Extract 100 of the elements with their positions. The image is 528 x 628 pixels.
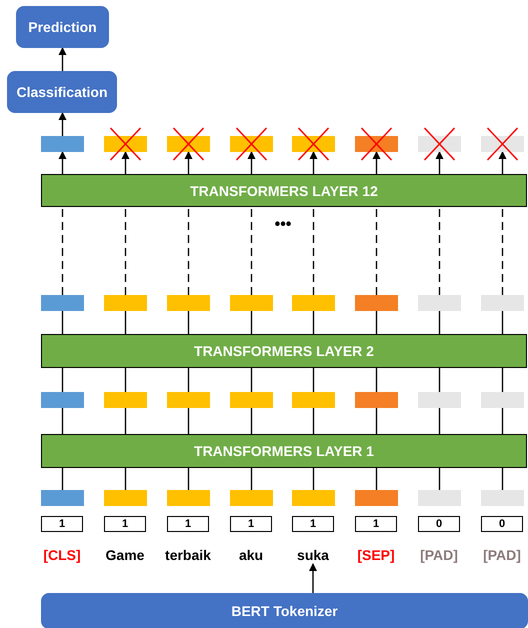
connector-line <box>312 468 314 490</box>
dashed-line <box>188 207 190 295</box>
connector-line <box>376 368 378 392</box>
token-label: aku <box>220 546 282 564</box>
connector-line <box>438 468 440 490</box>
embedding-bar <box>41 136 84 152</box>
mask-box: 1 <box>355 516 397 532</box>
embedding-bar <box>355 136 398 152</box>
connector-line <box>250 408 252 434</box>
connector-line <box>502 408 504 434</box>
connector-line <box>188 368 190 392</box>
mask-box: 1 <box>292 516 334 532</box>
embedding-bar <box>355 295 398 311</box>
embedding-bar <box>230 392 273 408</box>
embedding-bar <box>104 295 147 311</box>
connector-line <box>124 311 126 334</box>
embedding-bar <box>292 392 335 408</box>
layer-bar: TRANSFORMERS LAYER 1 <box>41 434 527 468</box>
dashed-line <box>62 207 64 295</box>
connector-line <box>376 408 378 434</box>
connector-line <box>250 468 252 490</box>
embedding-bar <box>355 392 398 408</box>
embedding-bar <box>230 136 273 152</box>
connector-line <box>62 468 64 490</box>
arrow <box>248 151 256 174</box>
embedding-bar <box>481 392 524 408</box>
embedding-bar <box>104 136 147 152</box>
connector-line <box>312 368 314 392</box>
embedding-bar <box>418 490 461 506</box>
embedding-bar <box>41 392 84 408</box>
connector-line <box>376 311 378 334</box>
mask-box: 1 <box>104 516 146 532</box>
connector-line <box>312 311 314 334</box>
arrow <box>372 151 380 174</box>
embedding-bar <box>167 392 210 408</box>
embedding-bar <box>167 490 210 506</box>
embedding-bar <box>481 136 524 152</box>
arrow <box>184 151 192 174</box>
dashed-line <box>502 207 504 295</box>
connector-line <box>250 311 252 334</box>
token-label: [PAD] <box>471 546 528 564</box>
embedding-bar <box>418 295 461 311</box>
embedding-bar <box>355 490 398 506</box>
token-label: [SEP] <box>345 546 407 564</box>
mask-box: 1 <box>167 516 209 532</box>
connector-line <box>62 311 64 334</box>
connector-line <box>438 408 440 434</box>
tokenizer-box: BERT Tokenizer <box>41 593 528 628</box>
embedding-bar <box>230 295 273 311</box>
token-label: terbaik <box>157 546 219 564</box>
ellipsis-label: ••• <box>274 217 292 233</box>
connector-line <box>376 468 378 490</box>
embedding-bar <box>41 295 84 311</box>
embedding-bar <box>167 295 210 311</box>
embedding-bar <box>481 490 524 506</box>
process-box: Classification <box>7 71 117 113</box>
arrow <box>498 151 506 174</box>
process-box: Prediction <box>16 6 109 48</box>
embedding-bar <box>292 295 335 311</box>
connector-line <box>188 468 190 490</box>
embedding-bar <box>418 392 461 408</box>
layer-bar: TRANSFORMERS LAYER 12 <box>41 174 527 207</box>
connector-line <box>502 468 504 490</box>
connector-line <box>250 368 252 392</box>
token-label: [PAD] <box>408 546 470 564</box>
embedding-bar <box>481 295 524 311</box>
connector-line <box>124 408 126 434</box>
connector-line <box>124 468 126 490</box>
dashed-line <box>438 207 440 295</box>
token-label: suka <box>282 546 344 564</box>
embedding-bar <box>104 392 147 408</box>
arrow <box>309 563 317 593</box>
embedding-bar <box>418 136 461 152</box>
connector-line <box>438 311 440 334</box>
connector-line <box>62 368 64 392</box>
embedding-bar <box>167 136 210 152</box>
arrow <box>436 151 444 174</box>
embedding-bar <box>41 490 84 506</box>
dashed-line <box>250 207 252 295</box>
mask-box: 0 <box>418 516 460 532</box>
mask-box: 1 <box>230 516 272 532</box>
arrow <box>122 151 130 174</box>
dashed-line <box>312 207 314 295</box>
token-label: Game <box>94 546 156 564</box>
arrow <box>58 47 66 71</box>
arrow <box>310 151 318 174</box>
dashed-line <box>376 207 378 295</box>
connector-line <box>438 368 440 392</box>
layer-bar: TRANSFORMERS LAYER 2 <box>41 334 527 368</box>
connector-line <box>312 408 314 434</box>
embedding-bar <box>292 490 335 506</box>
arrow <box>58 112 66 136</box>
embedding-bar <box>230 490 273 506</box>
connector-line <box>502 368 504 392</box>
token-label: [CLS] <box>31 546 93 564</box>
mask-box: 1 <box>41 516 83 532</box>
dashed-line <box>124 207 126 295</box>
connector-line <box>502 311 504 334</box>
embedding-bar <box>292 136 335 152</box>
embedding-bar <box>104 490 147 506</box>
